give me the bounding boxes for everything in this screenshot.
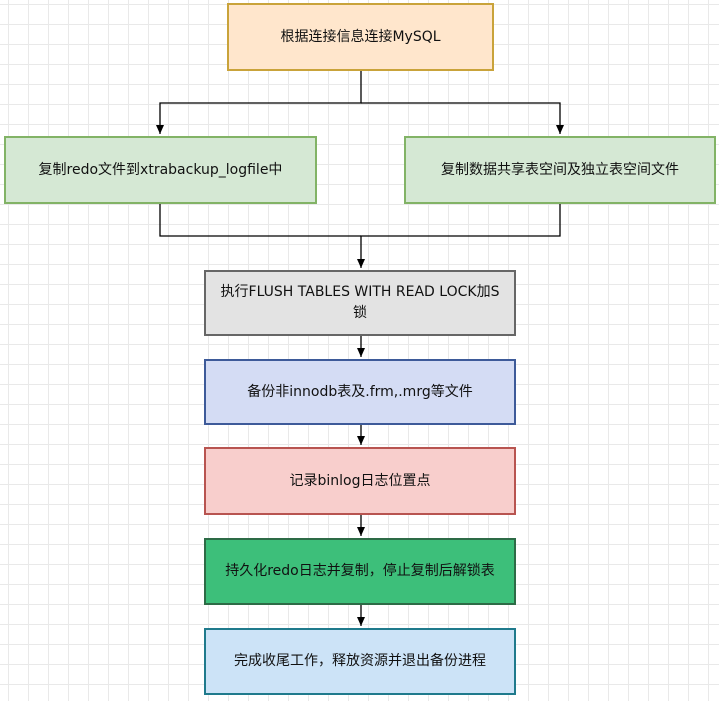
connector-connect-to-copy-redo [156,71,362,134]
node-backup-non-innodb[interactable]: 备份非innodb表及.frm,.mrg等文件 [204,359,516,425]
connector-copy-redo-to-flush [159,204,361,237]
node-finish[interactable]: 完成收尾工作，释放资源并退出备份进程 [204,628,516,695]
node-backup-non-innodb-label: 备份非innodb表及.frm,.mrg等文件 [247,383,473,400]
node-flush-tables-label: 执行FLUSH TABLES WITH READ LOCK加S锁 [220,284,500,321]
node-persist-redo-label: 持久化redo日志并复制，停止复制后解锁表 [225,563,495,579]
node-copy-redo-label: 复制redo文件到xtrabackup_logfile中 [38,161,283,178]
node-record-binlog-label: 记录binlog日志位置点 [289,472,431,489]
node-connect-mysql-label: 根据连接信息连接MySQL [280,28,441,45]
node-connect-mysql[interactable]: 根据连接信息连接MySQL [227,3,494,71]
node-copy-tablespace[interactable]: 复制数据共享表空间及独立表空间文件 [404,136,716,204]
connector-copy-tablespace-to-flush [357,204,561,268]
node-finish-label: 完成收尾工作，释放资源并退出备份进程 [234,653,486,669]
node-copy-tablespace-label: 复制数据共享表空间及独立表空间文件 [441,161,679,178]
node-copy-redo[interactable]: 复制redo文件到xtrabackup_logfile中 [4,136,317,204]
connector-connect-to-copy-tablespace [361,102,564,134]
node-persist-redo[interactable]: 持久化redo日志并复制，停止复制后解锁表 [204,538,516,605]
node-flush-tables[interactable]: 执行FLUSH TABLES WITH READ LOCK加S锁 [204,270,516,336]
node-record-binlog[interactable]: 记录binlog日志位置点 [204,447,516,515]
